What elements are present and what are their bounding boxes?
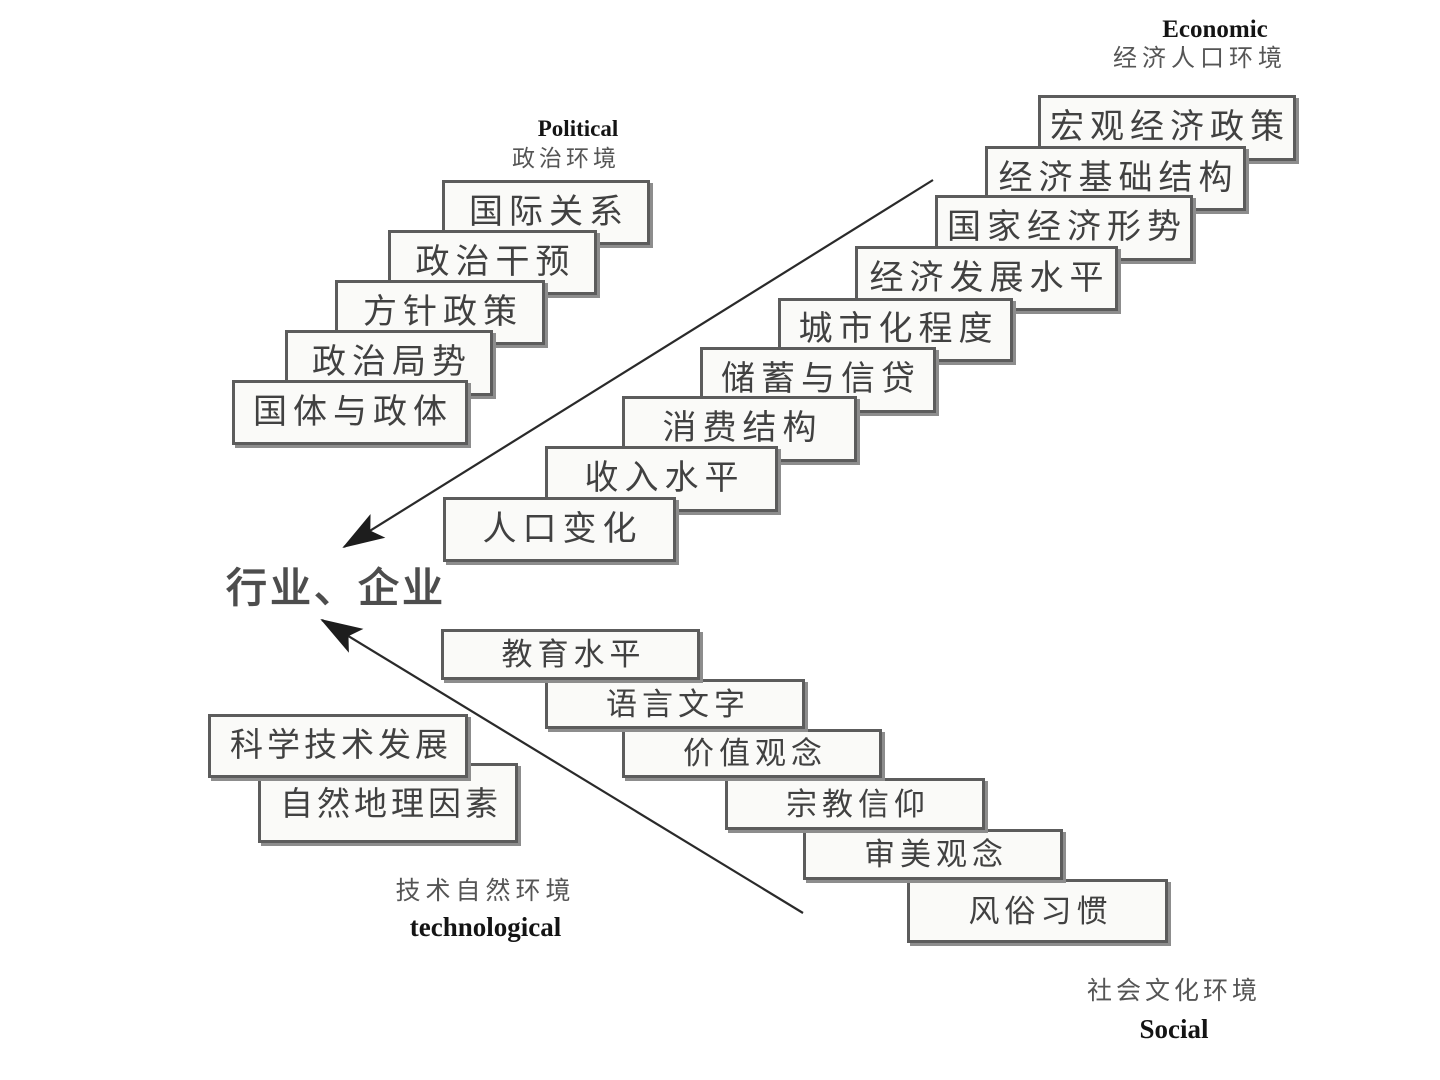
economic-title-en: Economic bbox=[1162, 16, 1268, 43]
political-title-en: Political bbox=[537, 116, 619, 141]
center-entity-label: 行业、企业 bbox=[226, 565, 446, 611]
node-language-writing: 语言文字 bbox=[545, 679, 805, 729]
social-title-en: Social bbox=[1139, 1014, 1209, 1044]
technological-title-en: technological bbox=[409, 912, 562, 942]
economic-title-zh: 经济人口环境 bbox=[1113, 46, 1287, 72]
node-state-and-government-system: 国体与政体 bbox=[232, 380, 468, 445]
node-customs-and-habits: 风俗习惯 bbox=[907, 879, 1168, 943]
social-title-zh: 社会文化环境 bbox=[1086, 978, 1261, 1005]
node-religious-belief: 宗教信仰 bbox=[725, 778, 985, 830]
node-values: 价值观念 bbox=[622, 729, 882, 778]
technological-title-zh: 技术自然环境 bbox=[395, 878, 576, 905]
node-population-change: 人口变化 bbox=[443, 497, 676, 562]
node-aesthetic-concepts: 审美观念 bbox=[803, 829, 1063, 880]
node-education-level: 教育水平 bbox=[441, 629, 700, 680]
political-title-zh: 政治环境 bbox=[512, 146, 620, 171]
node-sci-tech-development: 科学技术发展 bbox=[208, 714, 468, 778]
